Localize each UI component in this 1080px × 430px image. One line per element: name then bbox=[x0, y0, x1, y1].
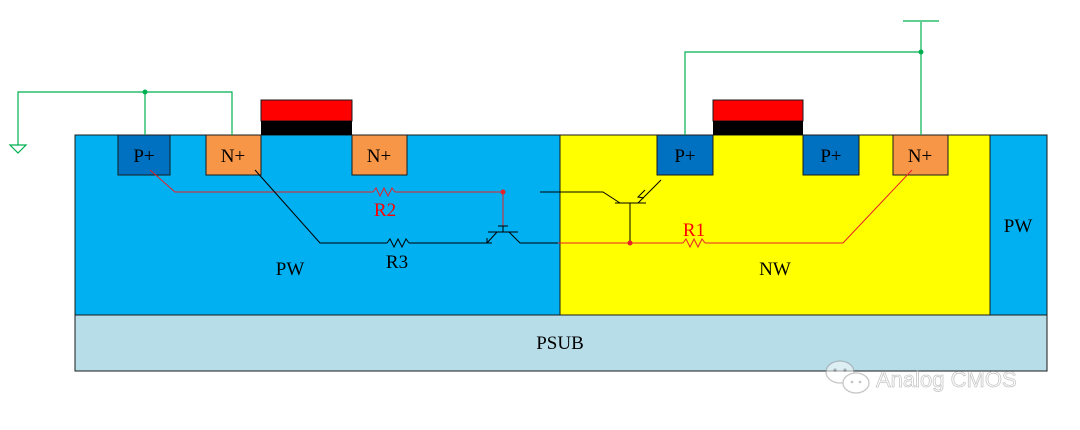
nplus-diffusion-2 bbox=[351, 134, 408, 176]
nmos-gate bbox=[260, 99, 353, 135]
r1-node-dot bbox=[627, 240, 633, 246]
watermark-text: Analog CMOS bbox=[876, 367, 1017, 392]
nplus-2-label: N+ bbox=[367, 146, 391, 167]
nwell-label: NW bbox=[759, 259, 791, 280]
r3-wiring bbox=[254, 169, 487, 249]
r3-resistor-symbol bbox=[386, 237, 410, 249]
psub-region bbox=[74, 314, 1048, 372]
ground-wiring bbox=[17, 91, 233, 145]
pwell-right-label: PW bbox=[1004, 216, 1033, 237]
pplus-3-label: P+ bbox=[820, 146, 841, 167]
pplus-1-label: P+ bbox=[133, 146, 154, 167]
nplus-diffusion-3 bbox=[892, 134, 949, 176]
watermark: Analog CMOS bbox=[825, 360, 1017, 394]
r1-label: R1 bbox=[683, 220, 705, 241]
pwell-to-pnp-wire bbox=[540, 191, 621, 204]
r2-label: R2 bbox=[374, 200, 396, 221]
r2-wiring bbox=[149, 169, 504, 226]
ground-icon bbox=[8, 144, 28, 154]
ground-junction-dot bbox=[142, 89, 148, 95]
r3-label: R3 bbox=[386, 252, 408, 273]
pplus-2-label: P+ bbox=[674, 146, 695, 167]
vdd-junction-dot bbox=[918, 49, 924, 55]
nplus-diffusion-1 bbox=[205, 134, 262, 176]
vdd-wiring bbox=[684, 22, 922, 135]
nmos-gate-oxide bbox=[261, 121, 352, 135]
pplus-diffusion-2 bbox=[656, 134, 714, 176]
r2-resistor-symbol bbox=[372, 186, 396, 198]
pplus-diffusion-3 bbox=[802, 134, 860, 176]
nplus-1-label: N+ bbox=[221, 146, 245, 167]
nplus-3-label: N+ bbox=[908, 146, 932, 167]
r1-wiring bbox=[558, 169, 913, 249]
wechat-icon bbox=[825, 360, 870, 394]
r2-node-dot bbox=[500, 189, 506, 195]
pmos-gate-poly bbox=[712, 99, 804, 122]
pwell-left-label: PW bbox=[276, 259, 305, 280]
parasitic-pnp-transistor bbox=[615, 179, 662, 244]
pmos-gate bbox=[712, 99, 804, 135]
pwell-right-region bbox=[989, 134, 1048, 316]
pmos-gate-oxide bbox=[713, 121, 803, 135]
psub-label: PSUB bbox=[536, 333, 584, 354]
r1-resistor-symbol bbox=[682, 237, 706, 249]
pplus-diffusion-1 bbox=[117, 134, 171, 176]
parasitic-npn-transistor bbox=[486, 225, 558, 244]
nmos-gate-poly bbox=[260, 99, 353, 122]
